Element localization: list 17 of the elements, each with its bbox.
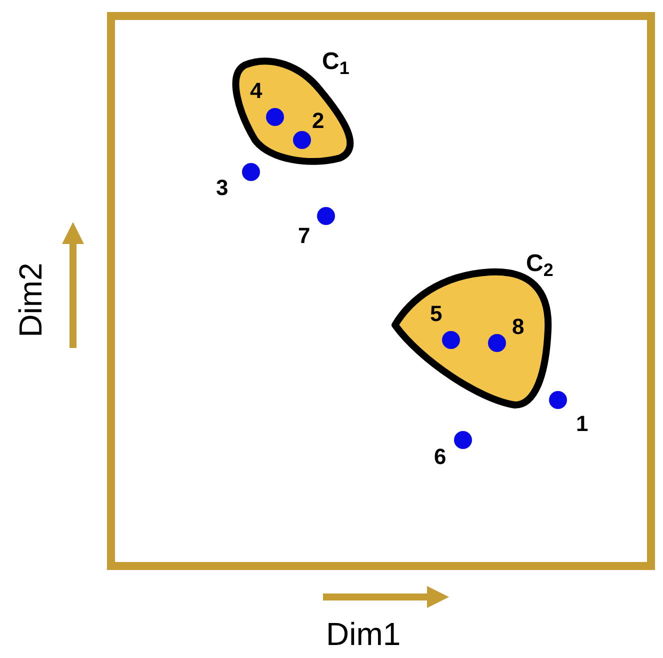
cluster-label: C$_{2}$ bbox=[526, 252, 554, 276]
cluster-label: C$_{1}$ bbox=[322, 50, 350, 74]
axis-label: Dim2 bbox=[14, 262, 46, 338]
data-point bbox=[317, 207, 335, 225]
point-label: 8 bbox=[512, 316, 524, 338]
point-label: 7 bbox=[298, 225, 310, 247]
point-label: 4 bbox=[250, 80, 262, 102]
data-point bbox=[454, 431, 472, 449]
point-label: 2 bbox=[312, 110, 324, 132]
point-label: 3 bbox=[216, 177, 228, 199]
point-label: 6 bbox=[434, 446, 446, 468]
point-label: 1 bbox=[576, 413, 588, 435]
axis-label: Dim1 bbox=[326, 618, 401, 650]
plot-frame bbox=[107, 12, 655, 570]
data-point bbox=[242, 163, 260, 181]
point-label: 5 bbox=[430, 303, 442, 325]
data-point bbox=[549, 391, 567, 409]
